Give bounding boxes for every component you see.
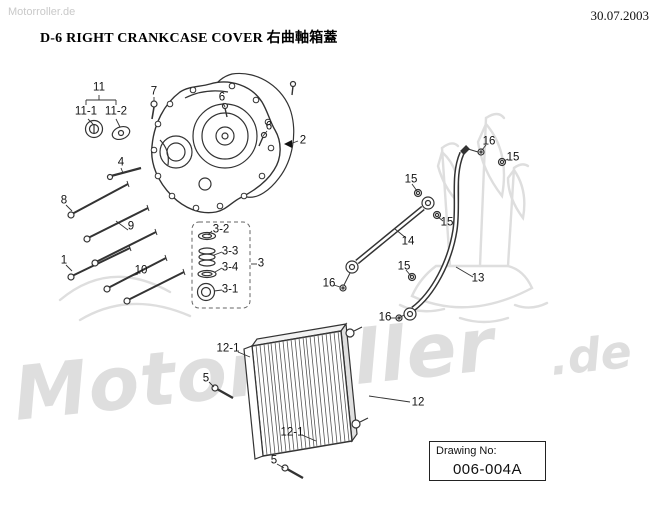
plunger-assembly [191, 221, 251, 309]
part-callout-13: 13 [471, 272, 485, 285]
drawing-number-label: Drawing No: [436, 445, 497, 457]
part-callout-6: 6 [265, 120, 273, 133]
part-callout-15: 15 [404, 173, 418, 186]
lock-set [84, 119, 131, 141]
part-callout-11: 11 [93, 81, 105, 94]
part-callout-2: 2 [299, 134, 307, 147]
part-callout-16: 16 [482, 135, 496, 148]
drawing-number-value: 006-004A [452, 461, 523, 478]
part-callout-5: 5 [270, 454, 278, 467]
part-callout-5: 5 [202, 372, 210, 385]
part-callout-15: 15 [440, 216, 454, 229]
part-callout-4: 4 [117, 156, 125, 169]
oil-hoses [339, 145, 507, 322]
page-title: D-6 RIGHT CRANKCASE COVER 右曲軸箱蓋 [40, 31, 338, 46]
part-callout-3-4: 3-4 [221, 261, 239, 274]
part-callout-14: 14 [401, 235, 415, 248]
part-callout-12: 12 [411, 396, 425, 409]
part-callout-1: 1 [60, 254, 68, 267]
part-callout-3-2: 3-2 [212, 223, 230, 236]
part-callout-11-1: 11-1 [74, 105, 98, 118]
part-callout-12-1: 12-1 [280, 426, 304, 439]
part-callout-11-2: 11-2 [104, 105, 128, 118]
part-callout-15: 15 [397, 260, 411, 273]
part-callout-8: 8 [60, 194, 68, 207]
pin-part-4 [106, 166, 142, 181]
watermark-small-text: Motorroller.de [8, 6, 76, 18]
drawing-number-box: Drawing No: 006-004A [429, 441, 546, 481]
page-date: 30.07.2003 [590, 8, 650, 23]
part-callout-9: 9 [127, 220, 135, 233]
part-callout-3-1: 3-1 [221, 283, 239, 296]
part-callout-16: 16 [322, 277, 336, 290]
part-callout-3-3: 3-3 [221, 245, 239, 258]
part-callout-16: 16 [378, 311, 392, 324]
cooler-bolts [211, 384, 304, 480]
leader-lines [65, 95, 509, 469]
oil-cooler [243, 322, 369, 460]
part-callout-6: 6 [218, 91, 226, 104]
crankcase-cover [150, 81, 281, 214]
cover-screws [150, 100, 268, 147]
mounting-bolts [67, 180, 186, 305]
part-callout-7: 7 [150, 85, 158, 98]
part-callout-3: 3 [257, 257, 265, 270]
part-callout-12-1: 12-1 [216, 342, 240, 355]
part-callout-10: 10 [134, 264, 148, 277]
arrowhead-2 [284, 140, 292, 148]
part-callout-15: 15 [506, 151, 520, 164]
